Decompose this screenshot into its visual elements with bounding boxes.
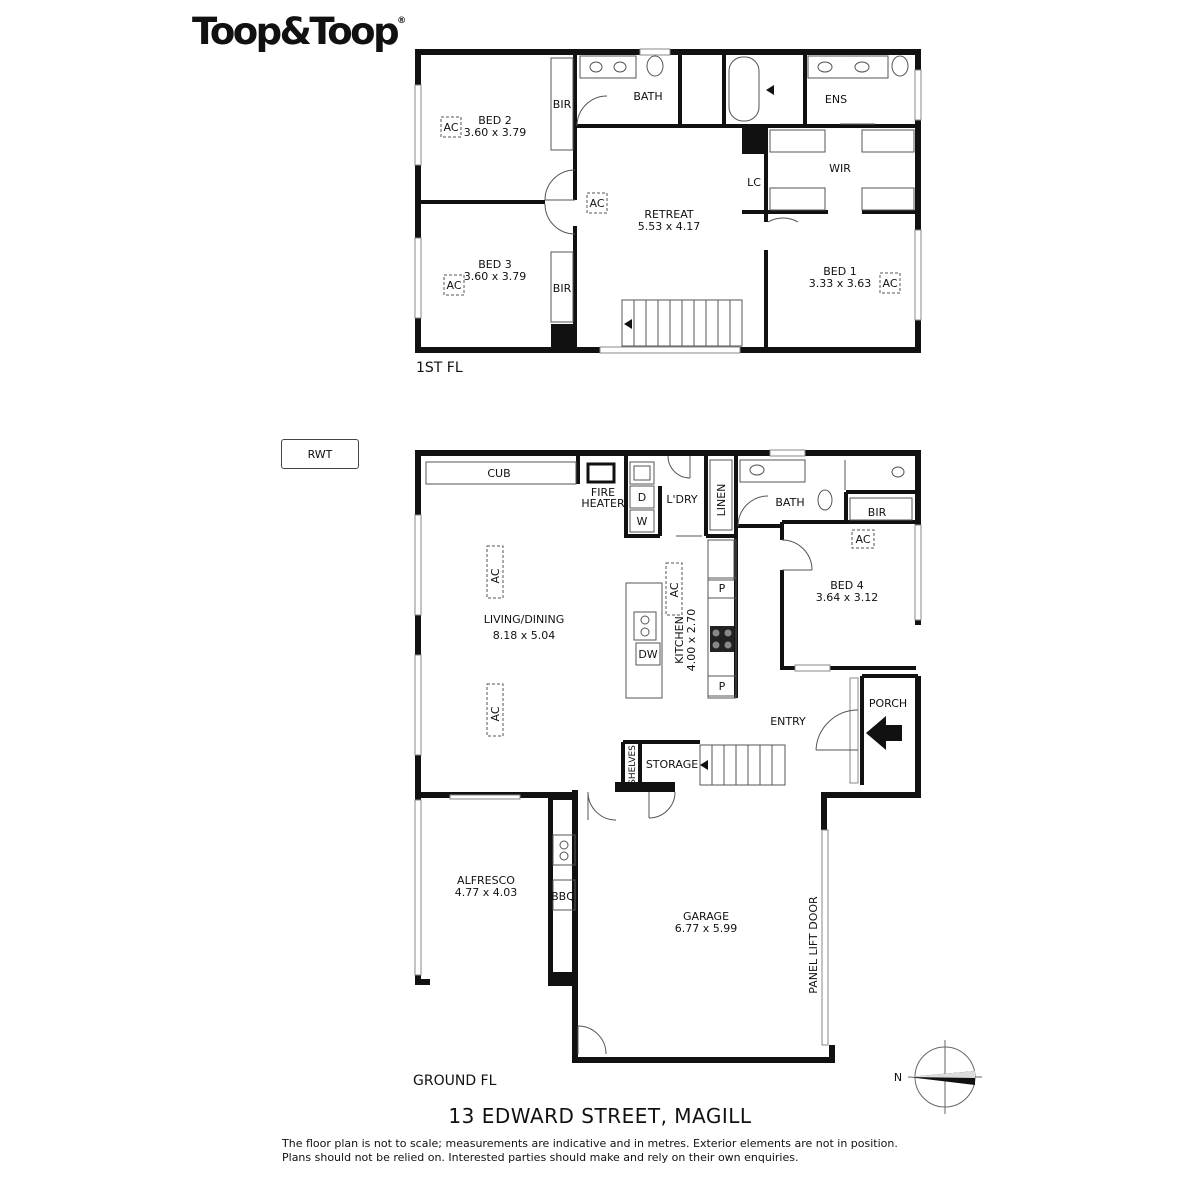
cub-label: CUB bbox=[487, 467, 510, 480]
bed1-label: BED 1 bbox=[823, 265, 856, 278]
bed2-ac-label: AC bbox=[443, 121, 458, 134]
alfresco-dims: 4.77 x 4.03 bbox=[455, 886, 518, 899]
pantry-label-top: P bbox=[719, 582, 726, 595]
first-floor-plan: BED 2 3.60 x 3.79 AC BIR BED 3 3.60 x 3.… bbox=[414, 48, 922, 354]
bed4-label: BED 4 bbox=[830, 579, 863, 592]
living-dims: 8.18 x 5.04 bbox=[493, 629, 556, 642]
kitchen-dims: 4.00 x 2.70 bbox=[685, 609, 698, 672]
bath-arrow-icon bbox=[766, 85, 774, 95]
living-label: LIVING/DINING bbox=[484, 613, 565, 626]
cooktop-burners bbox=[712, 629, 732, 649]
bir-cupboard-bed2 bbox=[550, 57, 574, 151]
bed2-bir-label: BIR bbox=[553, 98, 572, 111]
wir-shelves bbox=[769, 129, 915, 211]
wall-block bbox=[548, 792, 578, 800]
ground-floor-ac-units bbox=[486, 529, 875, 737]
porch-label: PORCH bbox=[869, 697, 907, 710]
fire-heater-box bbox=[586, 462, 616, 484]
linen-label: LINEN bbox=[715, 484, 728, 517]
ground-floor-stairs bbox=[699, 744, 786, 786]
dishwasher-label: DW bbox=[638, 648, 657, 661]
first-floor-ac-units bbox=[440, 116, 901, 296]
ens-label: ENS bbox=[825, 93, 847, 106]
compass-needle-shade bbox=[908, 1071, 975, 1078]
stair-arrow-icon bbox=[700, 760, 708, 770]
fire-label: FIRE bbox=[591, 486, 615, 499]
shelves-label: SHELVES bbox=[628, 745, 638, 785]
living-ac-top-label: AC bbox=[489, 568, 502, 583]
retreat-dims: 5.53 x 4.17 bbox=[638, 220, 701, 233]
disclaimer-line-1: The floor plan is not to scale; measurem… bbox=[282, 1137, 898, 1150]
garage-label: GARAGE bbox=[683, 910, 729, 923]
living-ac-bottom-label: AC bbox=[489, 706, 502, 721]
retreat-ac-label: AC bbox=[589, 197, 604, 210]
bed2-label: BED 2 bbox=[478, 114, 511, 127]
bed3-ac-label: AC bbox=[446, 279, 461, 292]
compass: N bbox=[894, 1040, 982, 1114]
wall-block bbox=[742, 210, 766, 214]
ground-floor-doors bbox=[577, 709, 859, 1055]
bed1-ac-label: AC bbox=[882, 277, 897, 290]
alfresco-wall bbox=[548, 800, 553, 975]
kitchen-fixtures bbox=[625, 539, 737, 699]
storage-label: STORAGE bbox=[646, 758, 698, 771]
lc-label: LC bbox=[747, 176, 761, 189]
bbq-label: BBQ bbox=[551, 890, 575, 903]
ground-bath-label: BATH bbox=[775, 496, 804, 509]
wall-block bbox=[742, 126, 766, 154]
brand-logo: Toop&Toop® bbox=[192, 10, 406, 53]
disclaimer: The floor plan is not to scale; measurem… bbox=[282, 1137, 982, 1165]
entry-arrow-icon bbox=[866, 716, 902, 750]
ground-floor-plan: CUB FIRE HEATER D W L'DRY LINEN BATH BIR… bbox=[414, 449, 922, 1063]
ground-floor-outer-wall bbox=[415, 450, 921, 1063]
washer-label: W bbox=[637, 515, 648, 528]
ground-floor-windows bbox=[414, 449, 922, 1046]
first-floor-doors bbox=[544, 95, 875, 235]
bed3-dims: 3.60 x 3.79 bbox=[464, 270, 527, 283]
disclaimer-line-2: Plans should not be relied on. Intereste… bbox=[282, 1151, 799, 1164]
bed2-dims: 3.60 x 3.79 bbox=[464, 126, 527, 139]
wall-block bbox=[615, 782, 675, 792]
wall-block bbox=[548, 972, 578, 986]
alfresco-fixtures bbox=[552, 834, 576, 911]
alfresco-label: ALFRESCO bbox=[457, 874, 515, 887]
laundry-label: L'DRY bbox=[666, 493, 698, 506]
property-address: 13 EDWARD STREET, MAGILL bbox=[448, 1104, 752, 1128]
bed3-bir-label: BIR bbox=[553, 282, 572, 295]
bed3-label: BED 3 bbox=[478, 258, 511, 271]
garage-dims: 6.77 x 5.99 bbox=[675, 922, 738, 935]
bed4-dims: 3.64 x 3.12 bbox=[816, 591, 879, 604]
rwt-label: RWT bbox=[281, 439, 359, 469]
kitchen-ac-label: AC bbox=[668, 582, 681, 597]
first-floor-label: 1ST FL bbox=[416, 360, 463, 376]
compass-north-label: N bbox=[894, 1071, 902, 1084]
bed4-ac-label: AC bbox=[855, 533, 870, 546]
ground-bir-label: BIR bbox=[868, 506, 887, 519]
cub-cupboard bbox=[425, 461, 577, 485]
retreat-label: RETREAT bbox=[644, 208, 694, 221]
heater-label: HEATER bbox=[581, 497, 625, 510]
stair-arrow-icon bbox=[624, 319, 632, 329]
first-floor-windows bbox=[414, 48, 922, 354]
kitchen-label: KITCHEN bbox=[673, 616, 686, 664]
registered-mark: ® bbox=[397, 16, 407, 26]
wir-label: WIR bbox=[829, 162, 851, 175]
entry-label: ENTRY bbox=[770, 715, 806, 728]
panel-lift-door-label: PANEL LIFT DOOR bbox=[807, 896, 820, 994]
bir-cupboard-bed3 bbox=[550, 251, 574, 323]
brand-name: Toop&Toop bbox=[192, 10, 400, 53]
first-floor-fixtures bbox=[579, 55, 909, 122]
first-bath-label: BATH bbox=[633, 90, 662, 103]
ground-bath-fixtures bbox=[737, 459, 913, 571]
first-floor-stairs bbox=[621, 299, 743, 347]
laundry-fixtures bbox=[629, 455, 733, 537]
dryer-label: D bbox=[638, 491, 646, 504]
pantry-label-bottom: P bbox=[719, 680, 726, 693]
ground-floor-label: GROUND FL bbox=[413, 1073, 497, 1089]
wall-block bbox=[551, 324, 575, 350]
cooktop-icon bbox=[710, 626, 734, 652]
bed1-dims: 3.33 x 3.63 bbox=[809, 277, 872, 290]
